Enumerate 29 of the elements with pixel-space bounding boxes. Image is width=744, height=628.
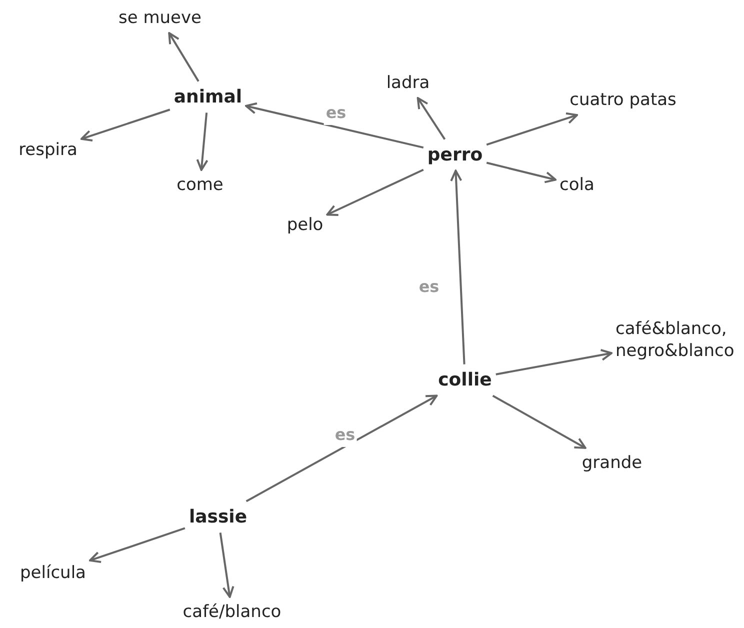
arrow [486,162,557,184]
concept-label: perro [427,143,483,167]
arrow [450,170,466,364]
attribute-label: ladra [386,72,430,94]
arrow [80,108,170,142]
attribute-label: respira [18,138,78,162]
arrow [496,349,612,376]
arrow [196,112,208,171]
attribute-label: cola [560,174,594,196]
attribute-label: película [20,562,86,584]
arrow [219,532,234,598]
arrow [168,32,200,82]
attribute-label: grande [582,452,642,474]
attribute-label: se mueve [118,6,202,30]
attribute-label: café/blanco [182,600,282,624]
concept-label: collie [438,368,492,392]
attribute-label: cuatro patas [570,88,676,112]
arrow [245,102,424,149]
arrow [88,527,186,563]
concept-label: lassie [188,505,248,529]
attribute-label: café&blanco, negro&blanco [616,318,744,362]
arrow [486,112,578,146]
arrow [492,394,586,449]
arrow [246,394,438,502]
attribute-label: come [176,174,224,196]
arrow [416,97,446,140]
concept-label: animal [174,85,242,109]
attribute-label: pelo [286,214,324,236]
arrow [326,168,424,216]
